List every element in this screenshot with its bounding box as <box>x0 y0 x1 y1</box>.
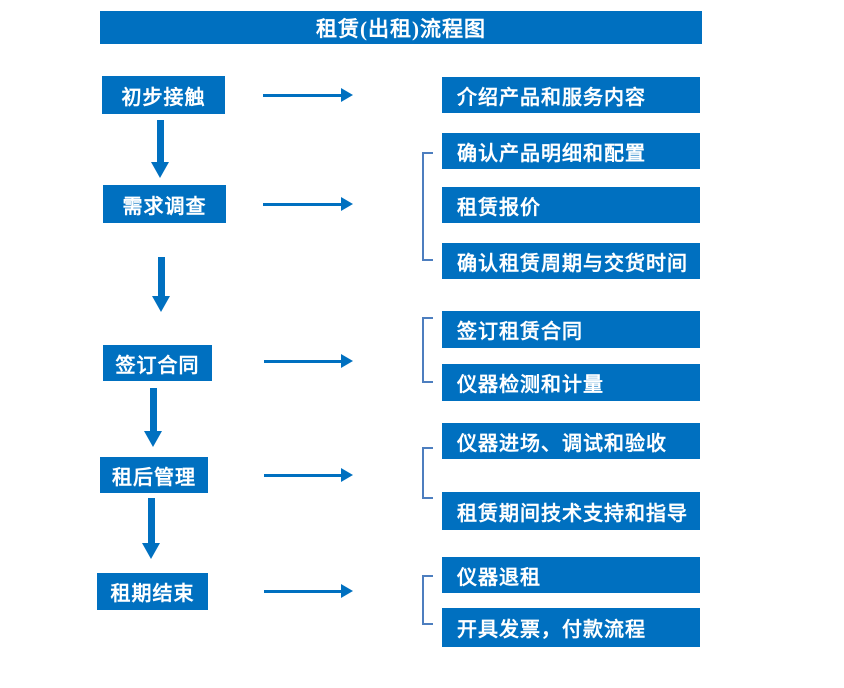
output-label: 租赁期间技术支持和指导 <box>457 502 688 525</box>
down-arrow-head <box>144 431 162 447</box>
output-box-introduce-products: 介绍产品和服务内容 <box>442 77 700 113</box>
right-arrow-head <box>341 88 353 102</box>
output-label: 开具发票，付款流程 <box>457 619 646 641</box>
right-arrow-head <box>341 584 353 598</box>
down-arrow-head <box>151 162 169 178</box>
right-arrow-shaft <box>263 93 341 97</box>
group-bracket <box>422 575 433 625</box>
group-bracket <box>422 317 433 383</box>
output-box-sign-rental-contract: 签订租赁合同 <box>442 311 700 348</box>
output-box-invoice-payment: 开具发票，付款流程 <box>442 608 700 647</box>
output-label: 确认产品明细和配置 <box>457 142 646 165</box>
right-arrow-shaft <box>264 589 341 593</box>
output-box-instrument-return: 仪器退租 <box>442 557 700 593</box>
down-arrow-head <box>152 296 170 312</box>
stage-label: 初步接触 <box>121 86 206 109</box>
down-arrow-icon <box>151 257 171 312</box>
stage-box-post-rental-management: 租后管理 <box>100 457 208 493</box>
right-arrow-icon <box>264 354 353 368</box>
stage-box-demand-survey: 需求调查 <box>103 185 226 223</box>
down-arrow-shaft <box>156 120 164 162</box>
stage-label: 租期结束 <box>110 583 195 605</box>
output-label: 仪器检测和计量 <box>457 374 604 396</box>
down-arrow-shaft <box>147 498 155 543</box>
output-box-rental-quote: 租赁报价 <box>442 187 700 223</box>
down-arrow-shaft <box>149 388 157 431</box>
right-arrow-shaft <box>263 202 341 206</box>
output-box-instrument-setup-acceptance: 仪器进场、调试和验收 <box>442 423 700 459</box>
down-arrow-icon <box>143 388 163 447</box>
output-box-confirm-product-details: 确认产品明细和配置 <box>442 133 700 169</box>
right-arrow-icon <box>263 88 353 102</box>
right-arrow-icon <box>264 584 353 598</box>
right-arrow-shaft <box>264 359 341 363</box>
output-label: 租赁报价 <box>457 196 541 219</box>
output-box-confirm-period-delivery: 确认租赁周期与交货时间 <box>442 243 700 279</box>
down-arrow-icon <box>141 498 161 559</box>
stage-label: 签订合同 <box>115 354 200 377</box>
right-arrow-icon <box>263 197 353 211</box>
output-label: 仪器进场、调试和验收 <box>457 432 667 455</box>
page-title: 租赁(出租)流程图 <box>316 16 486 41</box>
stage-box-lease-end: 租期结束 <box>97 573 208 610</box>
right-arrow-head <box>341 468 353 482</box>
right-arrow-head <box>341 197 353 211</box>
stage-label: 租后管理 <box>112 466 196 489</box>
group-bracket <box>422 447 433 499</box>
down-arrow-shaft <box>157 257 165 296</box>
title-banner: 租赁(出租)流程图 <box>100 11 702 44</box>
output-label: 确认租赁周期与交货时间 <box>457 252 688 275</box>
right-arrow-shaft <box>264 473 341 477</box>
group-bracket <box>422 152 433 261</box>
output-label: 仪器退租 <box>457 566 541 589</box>
down-arrow-head <box>142 543 160 559</box>
stage-label: 需求调查 <box>122 195 207 218</box>
right-arrow-icon <box>264 468 353 482</box>
stage-box-initial-contact: 初步接触 <box>102 76 225 114</box>
stage-box-sign-contract: 签订合同 <box>103 345 212 381</box>
right-arrow-head <box>341 354 353 368</box>
output-label: 签订租赁合同 <box>457 321 583 343</box>
down-arrow-icon <box>150 120 170 178</box>
output-box-technical-support: 租赁期间技术支持和指导 <box>442 492 700 530</box>
output-label: 介绍产品和服务内容 <box>457 86 646 109</box>
output-box-instrument-inspection: 仪器检测和计量 <box>442 364 700 401</box>
